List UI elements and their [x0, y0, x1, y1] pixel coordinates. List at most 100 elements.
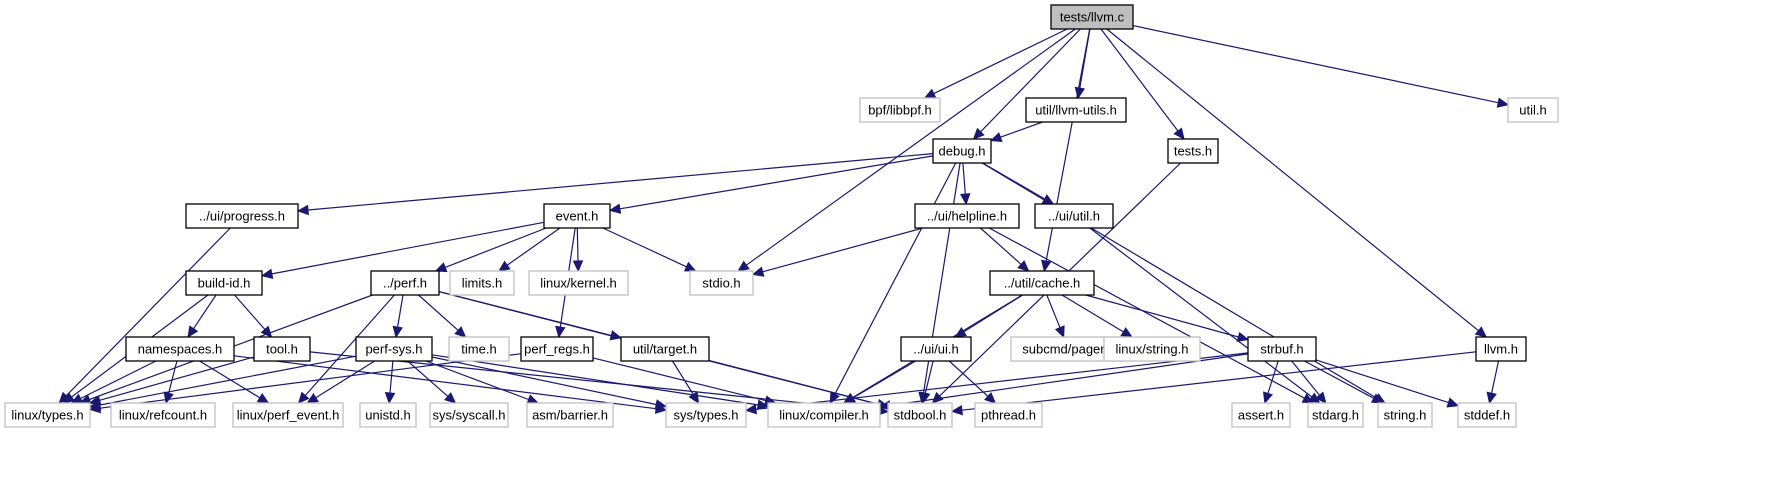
node-box: [185, 203, 299, 229]
arrowhead-icon: [959, 193, 971, 206]
node-box: [914, 203, 1020, 229]
edge-perfsys-to-syscall: [407, 360, 457, 404]
node-box: [1247, 336, 1317, 362]
edge-helpline-to-stdio: [751, 227, 924, 277]
node-label: string.h: [1384, 408, 1427, 423]
node-helpline[interactable]: ../ui/helpline.h: [914, 203, 1020, 229]
edge-llvmh-to-stddef: [1486, 360, 1500, 405]
node-debug[interactable]: debug.h: [932, 138, 992, 164]
node-progress[interactable]: ../ui/progress.h: [185, 203, 299, 229]
edge-strbuf-to-assert: [1263, 360, 1279, 405]
edge-line: [199, 360, 261, 399]
node-label: bpf/libbpf.h: [868, 103, 932, 118]
arrowhead-icon: [1315, 391, 1327, 404]
edge-buildid-to-tool: [234, 294, 273, 338]
edge-debug-to-compiler: [829, 162, 957, 405]
node-perf[interactable]: ../perf.h: [370, 270, 440, 296]
arrowhead-icon: [1054, 325, 1065, 339]
edge-cache-to-lstring: [1061, 294, 1134, 338]
edge-line: [576, 227, 579, 262]
node-box: [4, 402, 91, 428]
node-label: stdbool.h: [894, 408, 947, 423]
node-label: util/target.h: [633, 342, 697, 357]
node-types: linux/types.h: [4, 402, 91, 428]
arrowhead-icon: [923, 88, 937, 99]
node-barrier: asm/barrier.h: [526, 402, 614, 428]
edge-line: [1106, 28, 1479, 332]
edge-debug-to-event: [608, 155, 934, 214]
node-kernel: linux/kernel.h: [528, 270, 629, 296]
arrowhead-icon: [555, 325, 566, 339]
arrowhead-icon: [163, 391, 174, 405]
node-box: [689, 270, 754, 296]
node-llvmh[interactable]: llvm.h: [1475, 336, 1527, 362]
node-buildid[interactable]: build-id.h: [185, 270, 263, 296]
arrowhead-icon: [756, 399, 770, 410]
node-root[interactable]: tests/llvm.c: [1050, 4, 1134, 30]
arrowhead-icon: [260, 268, 274, 279]
node-perfsys[interactable]: perf-sys.h: [355, 336, 433, 362]
node-llvmutils[interactable]: util/llvm-utils.h: [1025, 97, 1127, 123]
node-box: [1457, 402, 1517, 428]
edge-line: [948, 360, 989, 397]
node-label: strbuf.h: [1260, 342, 1303, 357]
edge-uiui-to-compiler: [843, 360, 916, 404]
node-box: [125, 336, 235, 362]
node-label: tool.h: [266, 342, 298, 357]
edge-cache-to-strbuf: [1085, 294, 1250, 342]
node-time: time.h: [448, 336, 510, 362]
edge-line: [407, 360, 449, 397]
node-label: build-id.h: [198, 276, 251, 291]
edge-line: [99, 355, 357, 406]
arrowhead-icon: [950, 404, 963, 416]
node-label: ../ui/helpline.h: [927, 209, 1007, 224]
edge-line: [506, 227, 561, 266]
arrowhead-icon: [297, 391, 310, 404]
edge-line: [99, 353, 522, 409]
edge-line: [431, 354, 759, 406]
edge-buildid-to-namespaces: [187, 294, 217, 339]
node-label: asm/barrier.h: [532, 408, 608, 423]
node-label: subcmd/pager.h: [1022, 342, 1115, 357]
node-target[interactable]: util/target.h: [620, 336, 710, 362]
edge-line: [619, 155, 934, 210]
node-namespaces[interactable]: namespaces.h: [125, 336, 235, 362]
node-label: linux/perf_event.h: [237, 408, 340, 423]
node-tool[interactable]: tool.h: [253, 336, 311, 362]
edge-debug-to-helpline: [959, 162, 971, 206]
node-stdarg: stdarg.h: [1307, 402, 1364, 428]
node-uiutil[interactable]: ../ui/util.h: [1034, 203, 1114, 229]
edge-strbuf-to-stdarg: [1291, 360, 1327, 404]
edge-line: [397, 294, 404, 328]
edge-line: [1132, 25, 1499, 104]
edge-perfsys-to-perfevent: [306, 360, 376, 404]
node-event[interactable]: event.h: [543, 203, 611, 229]
node-uiui[interactable]: ../ui/ui.h: [900, 336, 972, 362]
edge-uiui-to-pthread: [948, 360, 997, 404]
node-perfregs[interactable]: perf_regs.h: [520, 336, 594, 362]
arrowhead-icon: [751, 266, 765, 277]
node-tests[interactable]: tests.h: [1167, 138, 1219, 164]
edge-line: [1085, 294, 1239, 338]
node-box: [620, 336, 710, 362]
node-label: event.h: [556, 209, 599, 224]
node-label: assert.h: [1238, 408, 1284, 423]
node-cache[interactable]: ../util/cache.h: [989, 270, 1095, 296]
arrowhead-icon: [1263, 391, 1273, 405]
node-label: util.h: [1519, 103, 1546, 118]
edge-root-to-tests: [1100, 28, 1185, 140]
node-box: [1034, 203, 1114, 229]
arrowhead-icon: [1236, 331, 1250, 342]
edge-line: [418, 294, 459, 331]
node-label: linux/kernel.h: [540, 276, 617, 291]
node-stdio: stdio.h: [689, 270, 754, 296]
node-box: [449, 270, 515, 296]
edge-root-to-cache: [1041, 28, 1091, 273]
edge-strbuf-to-stddef: [1315, 359, 1460, 408]
node-refcount: linux/refcount.h: [110, 402, 216, 428]
edge-strbuf-to-systypes: [744, 352, 1249, 415]
edge-line: [988, 227, 1305, 399]
node-strbuf[interactable]: strbuf.h: [1247, 336, 1317, 362]
node-box: [528, 270, 629, 296]
